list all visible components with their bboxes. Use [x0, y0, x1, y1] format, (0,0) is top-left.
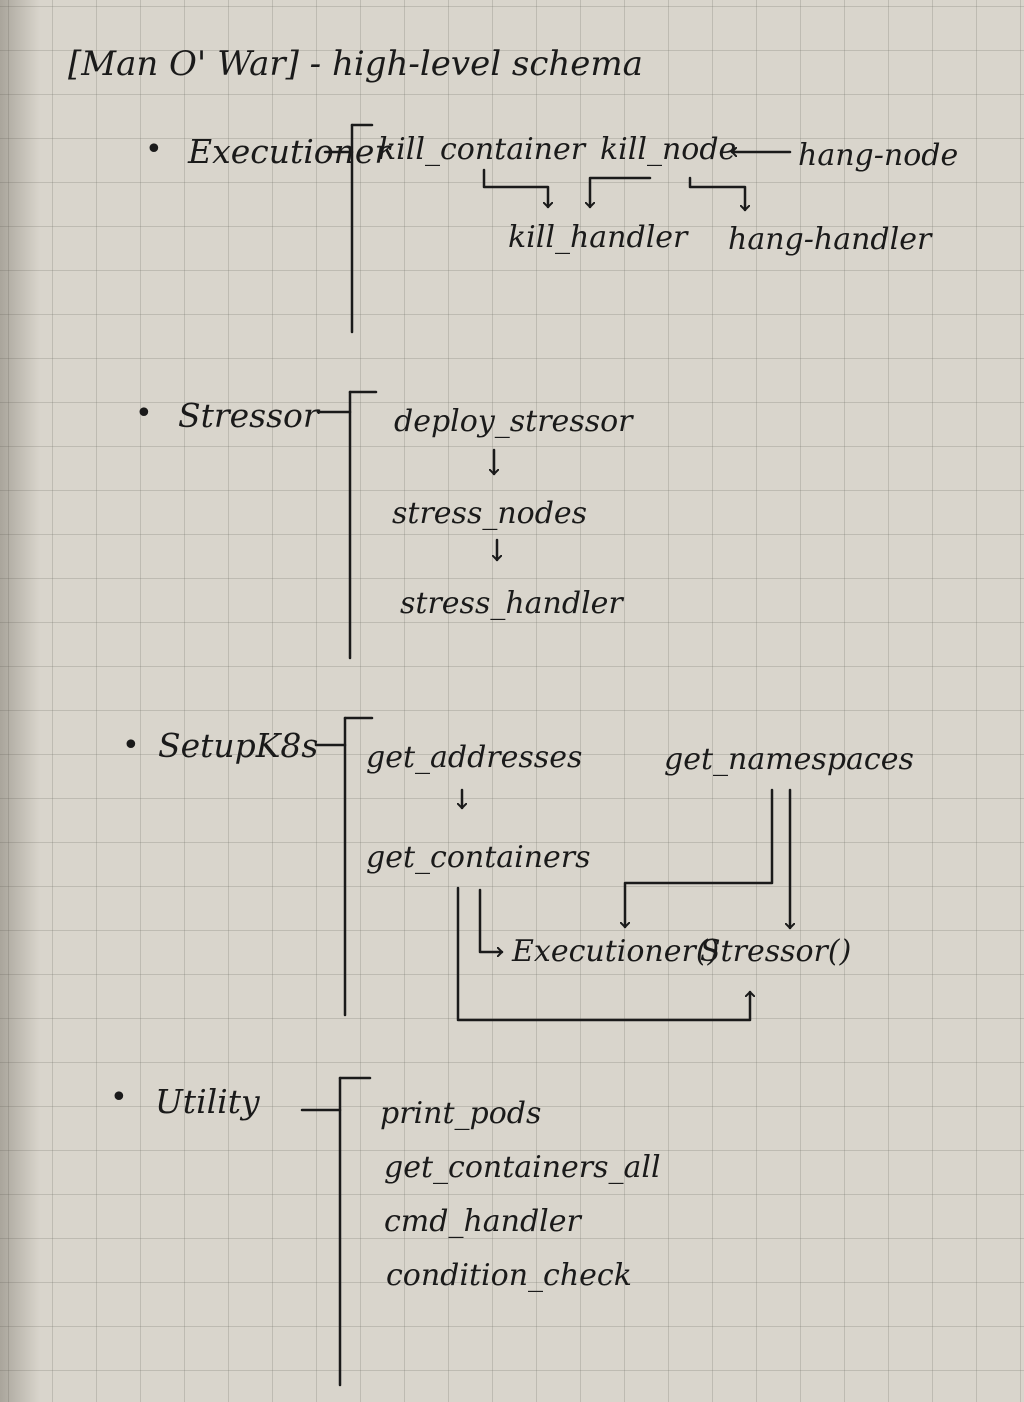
get-containers-node: get_containers [366, 840, 591, 875]
setupk8s-label: SetupK8s [158, 726, 319, 765]
namespaces-to-executioner-arrow [625, 788, 774, 929]
kill-handler-node: kill_handler [508, 220, 688, 255]
stress-handler-node: stress_handler [400, 586, 623, 621]
stressor-call-node: Stressor() [700, 934, 852, 969]
executioner-label: Executioner [188, 132, 391, 171]
get-namespaces-node: get_namespaces [664, 742, 914, 777]
utility-label: Utility [155, 1082, 260, 1121]
utility-bullet: • [110, 1080, 128, 1115]
print-pods-node: print_pods [380, 1096, 542, 1131]
deploy-stressor-node: deploy_stressor [394, 404, 633, 439]
get-addresses-node: get_addresses [366, 740, 583, 775]
kill-node-node: kill_node [600, 132, 737, 167]
executioner-call-node: Executioner() [512, 934, 720, 969]
stressor-label: Stressor [178, 396, 319, 435]
kill-container-to-handler-arrow [482, 168, 548, 209]
page-title: [Man O' War] - high-level schema [68, 44, 643, 84]
containers-to-stressor-arrow [456, 886, 750, 1022]
condition-check-node: condition_check [386, 1258, 632, 1293]
kill-node-to-handler-arrow [590, 176, 652, 209]
cmd-handler-node: cmd_handler [384, 1204, 581, 1239]
executioner-bullet: • [145, 132, 163, 167]
page-edge-shadow [0, 0, 40, 1402]
stress-nodes-node: stress_nodes [392, 496, 588, 531]
containers-to-executioner-arrow [478, 888, 504, 952]
setupk8s-bullet: • [122, 728, 140, 763]
stressor-bullet: • [135, 396, 153, 431]
get-containers-all-node: get_containers_all [384, 1150, 661, 1185]
hang-handler-node: hang-handler [728, 222, 932, 257]
kill-node-to-hang-handler-arrow [688, 176, 745, 212]
kill-container-node: kill_container [378, 132, 586, 167]
hang-node-node: hang-node [798, 138, 959, 173]
